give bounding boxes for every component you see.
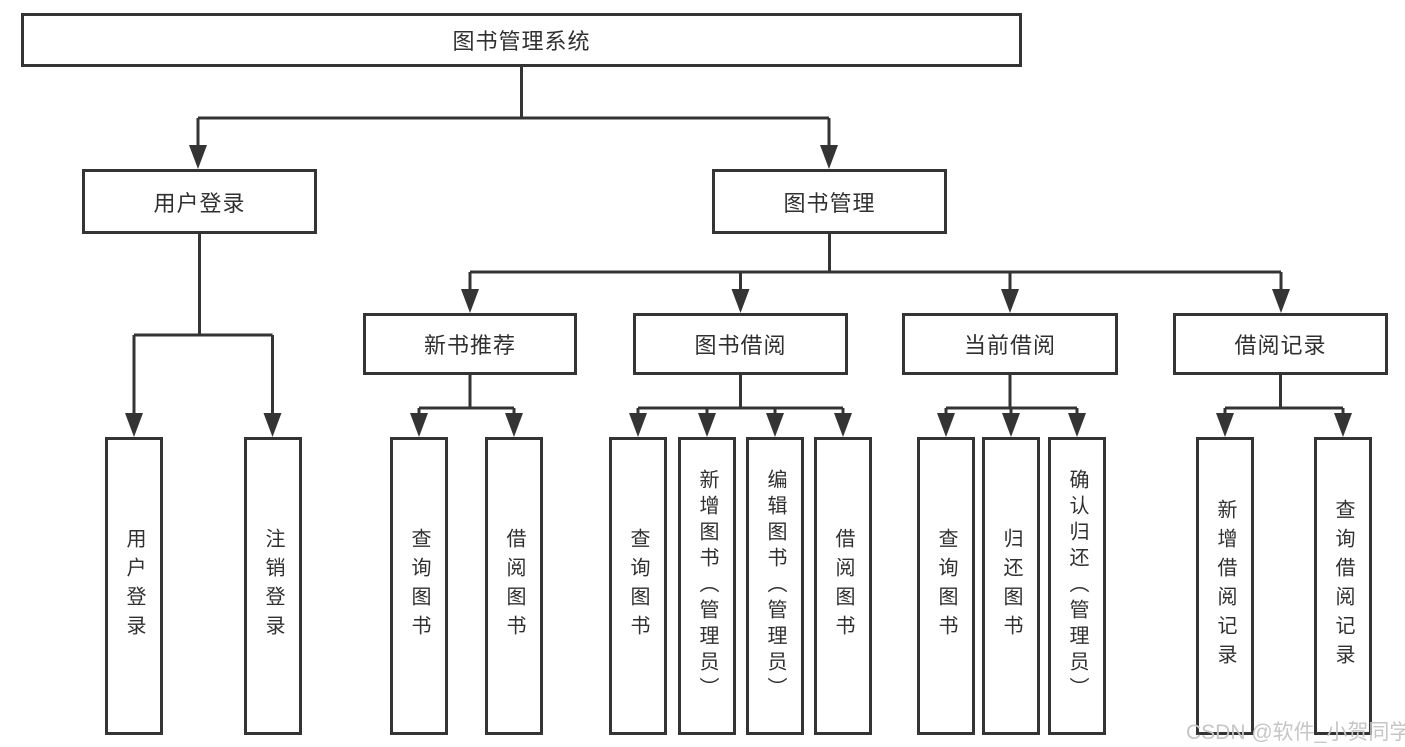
- arrowhead-icon: [125, 413, 143, 437]
- leaf-edit-books-admin: 编辑图书（管理员）: [746, 437, 804, 735]
- node-current-borrowing: 当前借阅: [902, 313, 1118, 375]
- leaf-borrow-books-borrowing: 借阅图书: [814, 437, 872, 735]
- leaf-logout-login: 注销登录: [244, 437, 302, 735]
- leaf-borrow-books-recommend-label: 借阅图书: [503, 528, 525, 644]
- connector-root-to-level2: [196, 66, 831, 149]
- node-root-label: 图书管理系统: [452, 29, 591, 54]
- arrowhead-icon: [1272, 289, 1290, 313]
- leaf-query-borrow-record: 查询借阅记录: [1314, 437, 1372, 735]
- leaf-return-books-label: 归还图书: [1000, 528, 1022, 644]
- leaf-confirm-return-admin: 确认归还（管理员）: [1048, 437, 1106, 735]
- leaf-query-books-current-label: 查询图书: [935, 528, 957, 644]
- arrowhead-icon: [629, 413, 647, 437]
- connector-newbook-to-leaves: [417, 375, 516, 417]
- node-book-management: 图书管理: [712, 169, 947, 234]
- leaf-user-login-label: 用户登录: [123, 528, 145, 644]
- connector-borrowing-to-leaves: [636, 375, 845, 417]
- leaf-edit-books-admin-label: 编辑图书（管理员）: [764, 469, 786, 703]
- node-user-login-label: 用户登录: [153, 190, 246, 216]
- leaf-add-books-admin: 新增图书（管理员）: [678, 437, 736, 735]
- arrowhead-icon: [834, 413, 852, 437]
- leaf-query-books-current: 查询图书: [917, 437, 975, 735]
- arrowhead-icon: [1216, 413, 1234, 437]
- leaf-query-books-borrowing-label: 查询图书: [627, 528, 649, 644]
- leaf-query-books-recommend-label: 查询图书: [408, 528, 430, 644]
- leaf-borrow-books-recommend: 借阅图书: [485, 437, 543, 735]
- leaf-query-borrow-record-label: 查询借阅记录: [1332, 499, 1354, 673]
- watermark: CSDN @软件_小贺同学: [1186, 721, 1405, 744]
- arrowhead-icon: [1002, 413, 1020, 437]
- arrowhead-icon: [263, 413, 282, 437]
- connector-records-to-leaves: [1223, 375, 1345, 417]
- node-new-book-recommend: 新书推荐: [363, 313, 577, 375]
- node-book-borrowing: 图书借阅: [633, 313, 848, 375]
- arrowhead-icon: [731, 289, 750, 313]
- leaf-borrow-books-borrowing-label: 借阅图书: [832, 528, 854, 644]
- connector-current-to-leaves: [944, 375, 1079, 417]
- leaf-return-books: 归还图书: [982, 437, 1040, 735]
- arrowhead-icon: [820, 145, 838, 169]
- arrowhead-icon: [461, 289, 479, 313]
- arrowhead-icon: [766, 413, 784, 437]
- leaf-add-books-admin-label: 新增图书（管理员）: [696, 469, 718, 703]
- node-user-login: 用户登录: [82, 169, 317, 234]
- arrowhead-icon: [1334, 413, 1352, 437]
- connector-bookmgmt-to-level3: [468, 233, 1283, 293]
- leaf-confirm-return-admin-label: 确认归还（管理员）: [1066, 469, 1088, 703]
- leaf-add-borrow-record-label: 新增借阅记录: [1214, 499, 1236, 673]
- connector-userlogin-to-leaves: [132, 233, 274, 417]
- arrowhead-icon: [189, 145, 207, 169]
- arrowhead-icon: [937, 413, 955, 437]
- leaf-user-login: 用户登录: [105, 437, 163, 735]
- node-borrowing-records-label: 借阅记录: [1234, 333, 1327, 358]
- arrowhead-icon: [505, 413, 523, 437]
- arrowhead-icon: [1001, 289, 1019, 313]
- node-book-management-label: 图书管理: [783, 190, 876, 216]
- node-new-book-recommend-label: 新书推荐: [423, 333, 516, 358]
- node-book-borrowing-label: 图书借阅: [694, 333, 787, 358]
- arrowhead-icon: [410, 413, 428, 437]
- node-root: 图书管理系统: [21, 13, 1022, 67]
- leaf-query-books-recommend: 查询图书: [390, 437, 448, 735]
- node-borrowing-records: 借阅记录: [1173, 313, 1388, 375]
- node-current-borrowing-label: 当前借阅: [963, 333, 1056, 358]
- arrowhead-icon: [1068, 413, 1086, 437]
- leaf-query-books-borrowing: 查询图书: [609, 437, 667, 735]
- leaf-logout-login-label: 注销登录: [262, 528, 284, 644]
- leaf-add-borrow-record: 新增借阅记录: [1196, 437, 1254, 735]
- arrowhead-icon: [698, 413, 716, 437]
